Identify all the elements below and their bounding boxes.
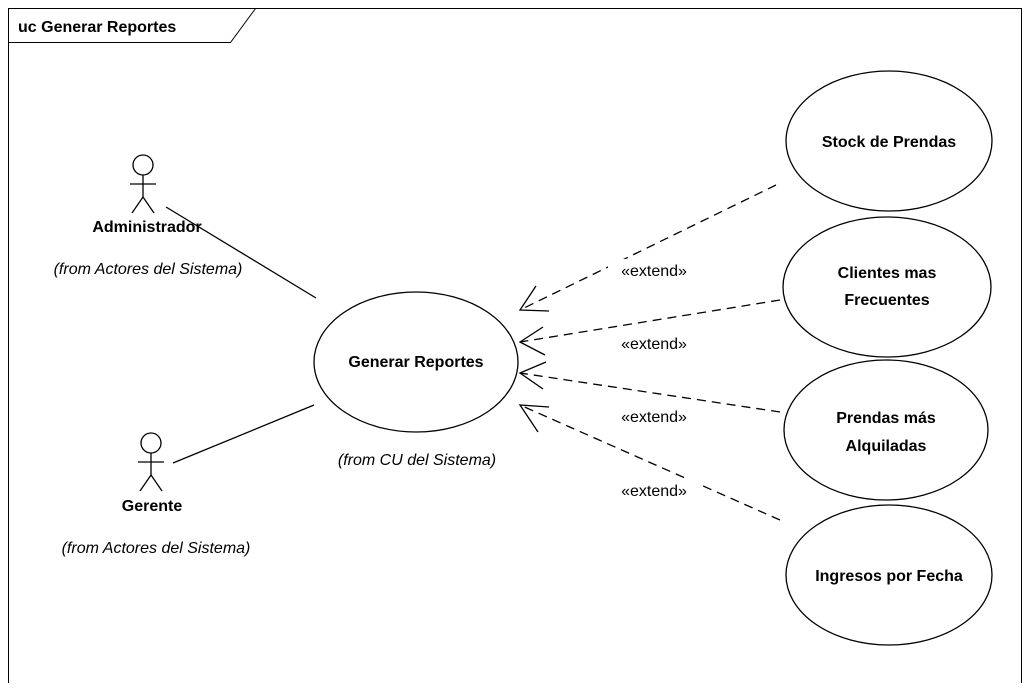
arrowhead [518, 361, 547, 390]
use-case-ellipse [785, 504, 993, 646]
diagram-frame: uc Generar Reportes [8, 8, 1022, 688]
arrowhead [518, 404, 550, 433]
actor-administrador[interactable]: Administrador (from Actores del Sistema) [54, 154, 243, 278]
use-case-ellipse [782, 216, 992, 358]
actor-origin: (from Actores del Sistema) [54, 261, 243, 278]
use-case-origin: (from CU del Sistema) [338, 452, 496, 469]
arrowhead [518, 326, 546, 356]
use-case-ellipse [785, 70, 993, 212]
use-case-label: Ingresos por Fecha [815, 568, 963, 585]
actor-origin: (from Actores del Sistema) [62, 540, 251, 557]
arrowhead [518, 285, 550, 312]
actor-name: Administrador [92, 219, 201, 236]
actor-administrador-figure [130, 154, 156, 214]
frame-title: uc Generar Reportes [18, 19, 176, 36]
use-case-label-line-1: Prendas más [836, 410, 936, 427]
extend-stereotype-label: «extend» [621, 483, 687, 500]
extend-dependency-stock[interactable] [518, 184, 777, 312]
use-case-label-line-2: Alquiladas [846, 438, 927, 455]
actor-gerente[interactable]: Gerente (from Actores del Sistema) [62, 432, 251, 557]
extend-dependency-ingresos[interactable] [518, 404, 781, 521]
use-case-clientes-mas-frecuentes[interactable]: Clientes mas Frecuentes [782, 216, 992, 358]
frame-border [8, 8, 1022, 688]
use-case-generar-reportes[interactable]: Generar Reportes (from CU del Sistema) [313, 291, 519, 469]
extend-dependency-clientes[interactable] [518, 299, 781, 356]
use-case-label-line-1: Clientes mas [838, 265, 937, 282]
extend-stereotype-label: «extend» [621, 336, 687, 353]
use-case-label-line-2: Frecuentes [844, 292, 929, 309]
use-case-ellipse [313, 291, 519, 433]
use-case-ingresos-por-fecha[interactable]: Ingresos por Fecha [785, 504, 993, 646]
use-case-ellipse [783, 359, 989, 501]
use-case-label: Generar Reportes [348, 354, 483, 371]
use-case-stock-de-prendas[interactable]: Stock de Prendas [785, 70, 993, 212]
extend-dependency-prendas[interactable] [518, 361, 781, 413]
extend-stereotype-label: «extend» [621, 263, 687, 280]
frame-title-tab [8, 8, 256, 43]
use-case-prendas-mas-alquiladas[interactable]: Prendas más Alquiladas [783, 359, 989, 501]
association-administrador[interactable] [165, 206, 317, 299]
use-case-label: Stock de Prendas [822, 134, 956, 151]
actor-gerente-figure [138, 432, 164, 492]
extend-stereotype-label: «extend» [621, 409, 687, 426]
actor-name: Gerente [122, 498, 183, 515]
association-gerente[interactable] [172, 404, 315, 464]
stereotype-labels: «extend» «extend» «extend» «extend» [608, 259, 700, 501]
